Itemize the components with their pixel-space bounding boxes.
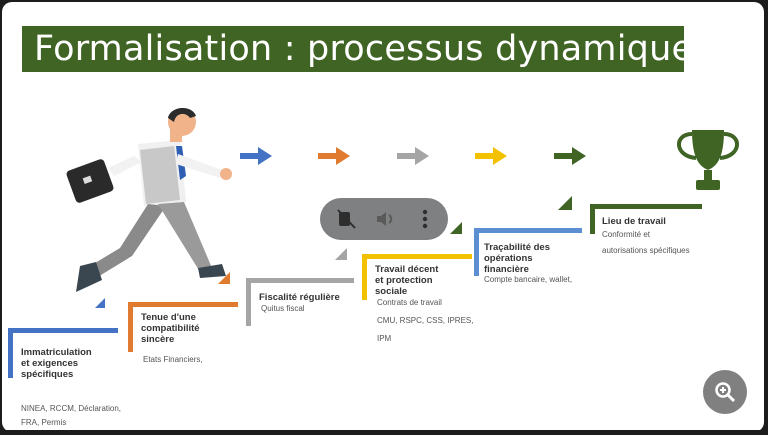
running-businessman-illustration [66,107,232,292]
step-label-immatriculation: Immatriculation et exigences spécifiques [21,347,92,380]
zoom-in-icon [715,382,736,403]
volume-icon[interactable] [374,209,396,229]
step-label-fiscalite: Fiscalité régulière [259,292,340,303]
video-off-icon[interactable] [336,209,358,229]
step-desc-immatriculation: NINEA, RCCM, Déclaration, FRA, Permis [21,404,122,427]
step-desc-travail-decent: Contrats de travail CMU, RSPC, CSS, IPRE… [377,298,474,343]
title-bar: Formalisation : processus dynamique [22,26,693,72]
arrow-right-icon [554,147,586,165]
step-desc-fiscalite: Quitus fiscal [261,304,305,313]
step-label-tracabilite: Traçabilité des opérations financière [484,242,551,275]
trophy-icon [677,130,739,190]
zoom-button[interactable] [703,370,747,414]
step-desc-lieu-travail: Conformité et autorisations spécifiques [602,230,690,255]
step-desc-tracabilite: Compte bancaire, wallet, [484,275,573,284]
media-controls [320,198,448,240]
arrow-right-icon [240,147,272,165]
more-vertical-icon[interactable] [420,209,430,229]
arrow-right-icon [397,147,429,165]
arrow-right-icon [318,147,350,165]
slide-title: Formalisation : processus dynamique [34,29,694,69]
step-desc-comptabilite: Etats Financiers, [143,355,203,364]
step-label-comptabilite: Tenue d'une compatibilité sincère [141,312,200,345]
arrow-right-icon [475,147,507,165]
step-label-lieu-travail: Lieu de travail [602,216,666,227]
bottom-shade [0,430,768,435]
step-label-travail-decent: Travail décent et protection sociale [375,264,439,297]
